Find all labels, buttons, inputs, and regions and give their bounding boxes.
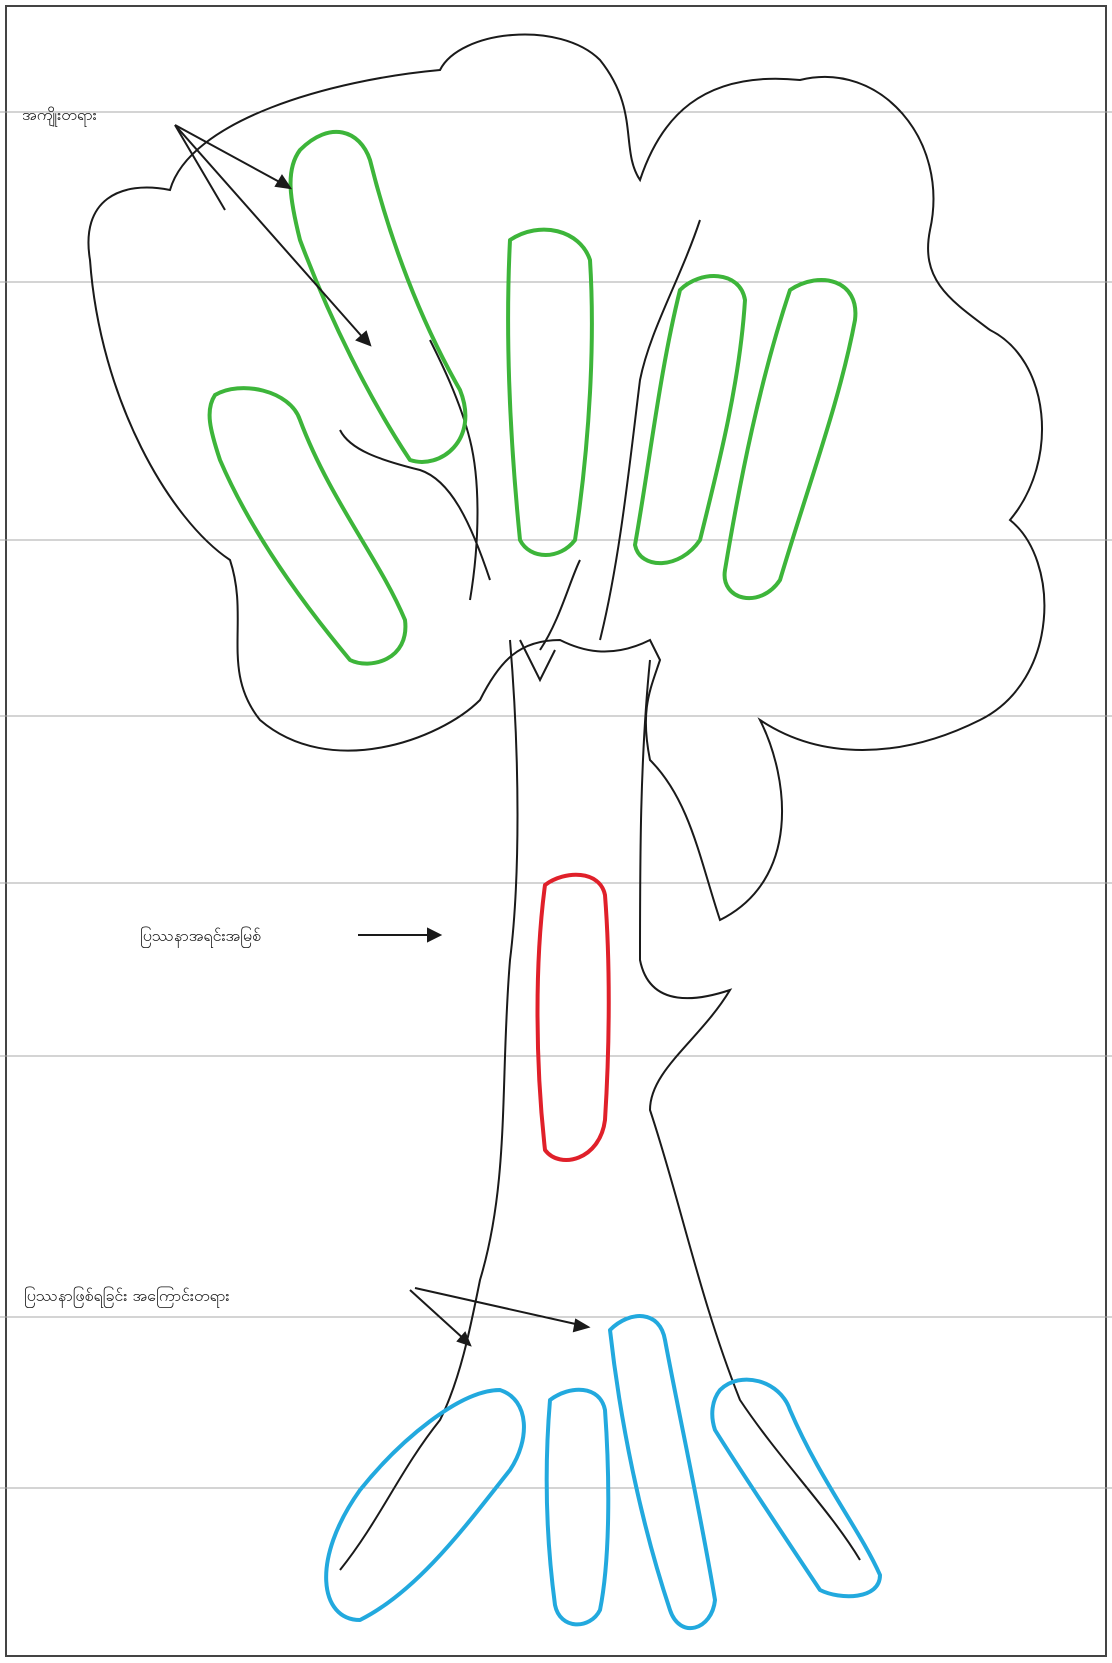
causes-label: ပြဿနာဖြစ်ရခြင်း အကြောင်းတရား <box>24 1285 229 1309</box>
effect-bubble-1 <box>291 132 466 462</box>
effect-bubble-5 <box>210 388 406 663</box>
ruled-lines <box>0 112 1112 1488</box>
cause-bubbles <box>326 1316 880 1628</box>
effects-label: အကျိုးတရား <box>22 104 97 128</box>
core-problem-label: ပြဿနာအရင်းအမြစ် <box>140 925 261 949</box>
tree-branches <box>340 220 700 680</box>
cause-bubble-3 <box>610 1316 715 1628</box>
cause-bubble-1 <box>326 1390 524 1620</box>
effect-bubbles <box>210 132 856 664</box>
page-border <box>6 6 1106 1656</box>
effect-bubble-3 <box>635 276 745 563</box>
arrows <box>175 125 588 1345</box>
effect-bubble-2 <box>508 230 592 555</box>
cause-bubble-2 <box>547 1390 609 1625</box>
core-problem-bubble <box>538 875 609 1160</box>
tree-canopy-outline <box>88 35 1044 920</box>
